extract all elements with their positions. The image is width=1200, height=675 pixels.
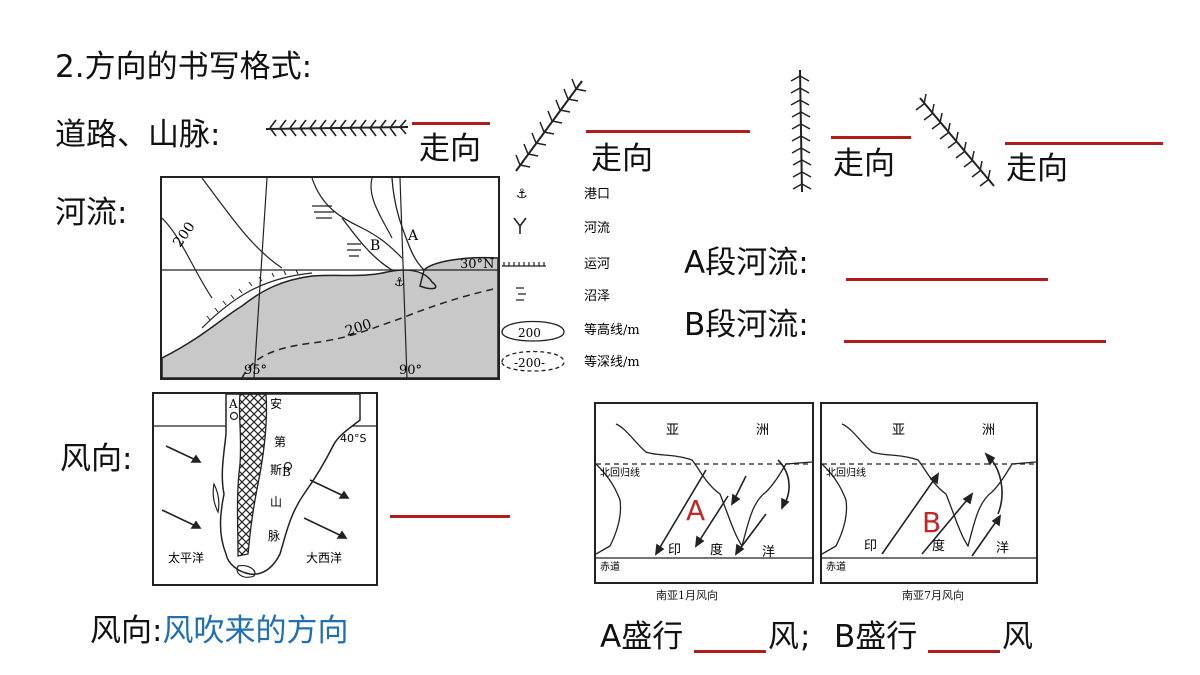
jul-letter-b: B (922, 506, 941, 539)
jan-asia-2: 洲 (756, 423, 769, 438)
map-legend: ⚓ 港口 河流 运河 沼泽 200 等高线/m -200- 等深线/m (500, 184, 680, 380)
isobath-label: 200 (343, 316, 373, 339)
jul-india-1: 印 (864, 539, 877, 554)
andes-map-drawing: A B 安 第 斯 山 脉 40°S 太平洋 大西洋 (154, 394, 376, 578)
legend-label-river: 河流 (584, 221, 610, 236)
river-icon (513, 217, 527, 234)
wind-label: 风向: (60, 441, 133, 477)
answer-blank-a-river[interactable] (846, 278, 1048, 281)
south-asia-july-map: 亚 洲 北回归线 印 度 洋 赤道 B (820, 402, 1038, 584)
isobath-icon (501, 350, 565, 372)
jul-india-2: 度 (932, 538, 945, 554)
wind-definition-prefix: 风向: (90, 613, 163, 649)
jan-equator-label: 赤道 (600, 560, 620, 573)
direction-word-2: 走向 (591, 141, 653, 177)
contour-icon-text: 200 (518, 326, 541, 340)
jan-india-1: 印 (668, 543, 681, 558)
jan-india-3: 洋 (762, 545, 775, 560)
wind-definition-text: 风吹来的方向 (162, 613, 349, 649)
andes-label-2: 第 (274, 435, 286, 449)
b-river-label: B段河流: (684, 307, 809, 343)
sea-area (162, 256, 498, 378)
direction-word-1: 走向 (419, 131, 481, 167)
jul-map-drawing: 亚 洲 北回归线 印 度 洋 赤道 B (822, 423, 1036, 573)
andes-mountains (236, 394, 268, 557)
jul-asia-2: 洲 (982, 423, 995, 438)
andes-label-3: 斯 (270, 463, 282, 477)
legend-label-isobath: 等深线/m (584, 354, 640, 370)
legend-label-contour: 等高线/m (584, 322, 640, 338)
anchor-icon: ⚓ (516, 187, 528, 202)
jan-tropic-label: 北回归线 (600, 466, 640, 479)
south-asia-january-map: 亚 洲 北回归线 印 度 洋 赤道 A (594, 402, 814, 584)
prevail-a-label: A盛行 (600, 619, 684, 655)
legend-label-canal: 运河 (584, 257, 610, 272)
legend-label-port: 港口 (584, 187, 610, 202)
canal-icon (502, 262, 546, 267)
latitude-label: 30°N (460, 257, 494, 272)
longitude-left-label: 95° (244, 363, 267, 378)
river-a (391, 178, 425, 271)
jan-caption: 南亚1月风向 (656, 589, 718, 602)
mountain-range-vertical-icon (790, 69, 812, 193)
page-heading: 2.方向的书写格式: (55, 49, 313, 85)
longitude-right-label: 90° (399, 363, 422, 378)
river-label: 河流: (55, 195, 128, 231)
jan-map-drawing: 亚 洲 北回归线 印 度 洋 赤道 A (596, 423, 812, 573)
andes-point-a: A (228, 397, 238, 411)
river-b (341, 217, 393, 271)
contour-icon (501, 320, 565, 342)
mountain-range-diagonal-se-icon (915, 93, 995, 187)
swamp-icon (516, 287, 526, 301)
jan-india-2: 度 (710, 542, 723, 558)
jul-equator-label: 赤道 (826, 560, 846, 573)
andes-point-b: B (282, 465, 291, 479)
jul-asia-1: 亚 (892, 423, 905, 438)
river-map-drawing: ⚓ 200 200 30°N 95° 90° B A (162, 178, 498, 378)
answer-blank-prevail-b[interactable] (928, 650, 1000, 653)
pacific-label: 太平洋 (168, 550, 204, 565)
jul-caption: 南亚7月风向 (902, 589, 964, 602)
jan-asia-1: 亚 (666, 423, 679, 438)
point-a-label: A (407, 228, 419, 244)
wind-char-b: 风 (1002, 619, 1033, 655)
roads-mountains-label: 道路、山脉: (55, 117, 221, 153)
direction-word-3: 走向 (833, 146, 895, 182)
contour-label: 200 (170, 219, 198, 250)
jan-letter-a: A (686, 494, 705, 527)
andes-label-1: 安 (270, 396, 282, 411)
mountain-range-diagonal-ne-icon (515, 78, 587, 172)
wind-char-a: 风 (768, 619, 799, 655)
jul-india-3: 洋 (996, 541, 1009, 556)
jul-tropic-label: 北回归线 (826, 466, 866, 479)
a-river-label: A段河流: (684, 245, 809, 281)
legend-symbols: ⚓ 港口 河流 运河 沼泽 200 等高线/m -200- 等深线/m (501, 187, 640, 372)
andes-latitude-label: 40°S (340, 432, 366, 445)
answer-blank-2[interactable] (586, 130, 750, 133)
answer-blank-b-river[interactable] (844, 340, 1106, 343)
point-b-label: B (370, 238, 380, 254)
andes-label-4: 山 (270, 495, 282, 509)
wind-definition-row: 风向:风吹来的方向 (90, 612, 348, 650)
andes-wind-map: A B 安 第 斯 山 脉 40°S 太平洋 大西洋 (152, 392, 378, 586)
port-anchor-icon: ⚓ (394, 275, 405, 289)
answer-blank-wind[interactable] (390, 515, 510, 518)
river-map: ⚓ 200 200 30°N 95° 90° B A (160, 176, 500, 380)
answer-blank-3[interactable] (831, 136, 911, 139)
direction-word-4: 走向 (1006, 151, 1068, 187)
atlantic-label: 大西洋 (306, 550, 342, 565)
answer-blank-4[interactable] (1005, 142, 1163, 145)
legend-label-swamp: 沼泽 (584, 289, 610, 304)
isobath-line (241, 287, 498, 378)
answer-blank-prevail-a[interactable] (694, 650, 766, 653)
andes-label-5: 脉 (268, 528, 280, 543)
mountain-range-horizontal-icon (265, 119, 409, 137)
separator: ; (800, 619, 811, 655)
prevail-b-label: B盛行 (834, 619, 918, 655)
isobath-icon-text: -200- (514, 356, 545, 370)
answer-blank-1[interactable] (412, 122, 490, 125)
